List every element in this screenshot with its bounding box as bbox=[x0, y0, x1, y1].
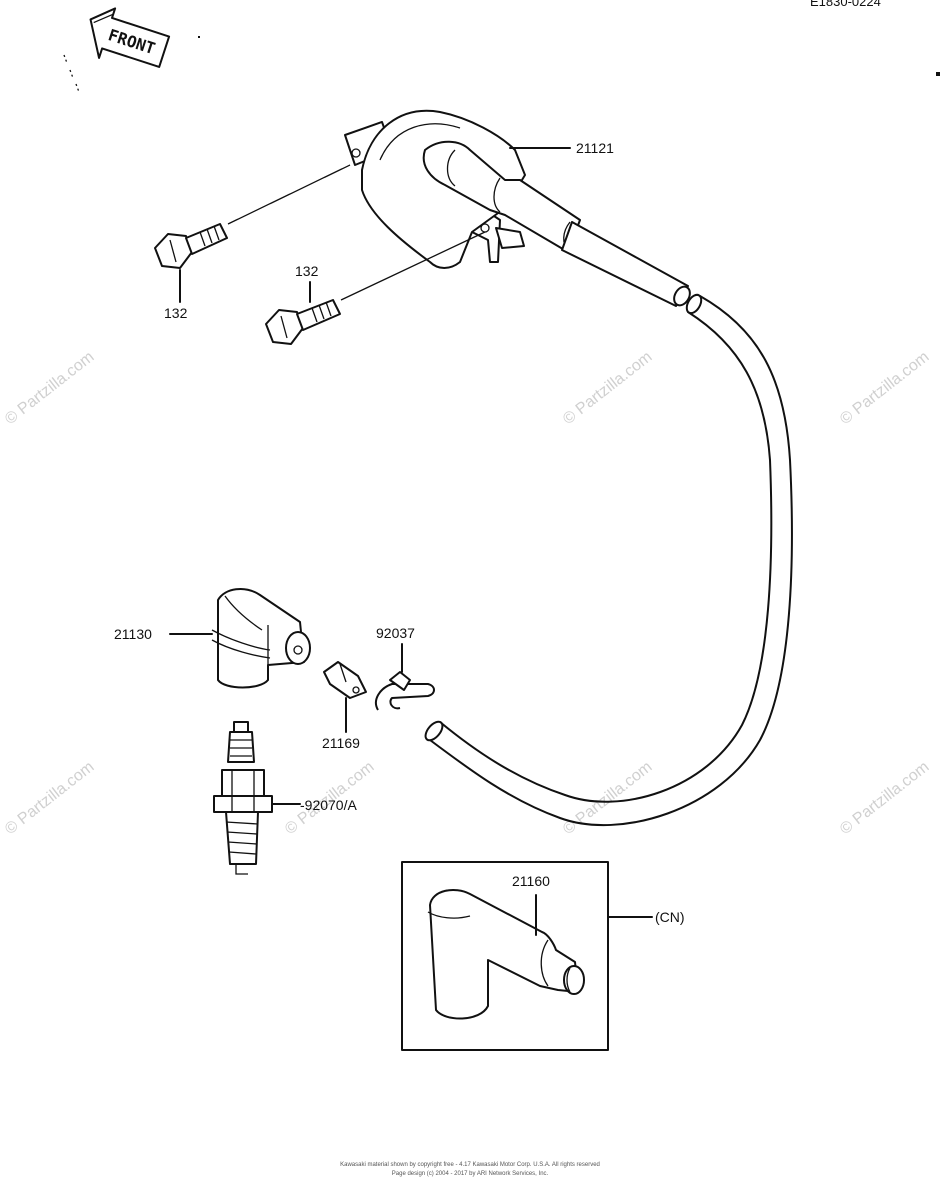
front-dash-marks bbox=[63, 54, 80, 93]
watermark-2: © Partzilla.com bbox=[560, 348, 655, 428]
label-92037: 92037 bbox=[376, 625, 415, 641]
footer-line-1: Kawasaki material shown by copyright fre… bbox=[340, 1162, 600, 1168]
corner-mark bbox=[936, 72, 940, 76]
label-21169: 21169 bbox=[322, 735, 360, 751]
footer-line-2: Page design (c) 2004 - 2017 by ARI Netwo… bbox=[392, 1171, 549, 1177]
watermark-3: © Partzilla.com bbox=[837, 348, 932, 428]
plug-cap bbox=[211, 588, 311, 689]
bolt-right-guide bbox=[340, 231, 486, 301]
label-21130: 21130 bbox=[114, 626, 152, 642]
bolt-left-guide bbox=[227, 164, 351, 225]
watermarks: © Partzilla.com © Partzilla.com © Partzi… bbox=[2, 348, 932, 838]
front-dot bbox=[198, 36, 200, 38]
label-21121: 21121 bbox=[576, 140, 614, 156]
label-cn: (CN) bbox=[655, 909, 685, 925]
label-132-left: 132 bbox=[164, 305, 188, 321]
label-21160: 21160 bbox=[512, 873, 550, 889]
cn-inset bbox=[401, 861, 609, 1051]
front-arrow: FRONT bbox=[89, 7, 171, 68]
ignition-coil bbox=[344, 109, 691, 307]
bolt-right bbox=[265, 231, 486, 345]
diagram-id: E1830-0224 bbox=[810, 0, 881, 9]
watermark-7: © Partzilla.com bbox=[837, 758, 932, 838]
label-92070a: -92070/A bbox=[300, 797, 357, 813]
label-132-right: 132 bbox=[295, 263, 319, 279]
terminal bbox=[323, 661, 367, 733]
bolt-left bbox=[154, 164, 351, 303]
high-tension-lead bbox=[424, 293, 793, 826]
watermark-1: © Partzilla.com bbox=[2, 348, 97, 428]
watermark-4: © Partzilla.com bbox=[2, 758, 97, 838]
spark-plug bbox=[213, 721, 273, 875]
clip bbox=[374, 643, 435, 711]
